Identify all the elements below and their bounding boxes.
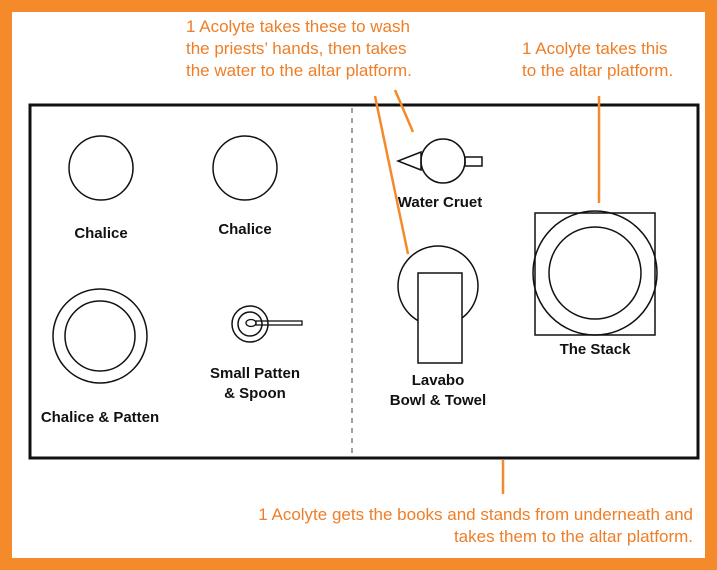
annotation-hands-wash-line-1: 1 Acolyte takes these to wash xyxy=(186,17,410,36)
label-lavabo: Lavabo Bowl & Towel xyxy=(378,371,498,411)
label-water-cruet: Water Cruet xyxy=(397,194,483,211)
label-small-patten: Small Patten & Spoon xyxy=(195,364,315,404)
label-small-patten-line-1: Small Patten xyxy=(209,365,301,382)
stack-inner-circle-shape xyxy=(548,226,642,320)
annotation-hands-wash-line-3: the water to the altar platform. xyxy=(186,61,412,80)
annotation-books-line-2: takes them to the altar platform. xyxy=(453,527,693,546)
water-cruet-handle-shape xyxy=(464,156,483,167)
water-cruet-spout-shape xyxy=(395,150,422,172)
chalice-patten-outer-shape xyxy=(52,288,148,384)
annotation-hands-wash-line-2: the priests’ hands, then takes xyxy=(186,39,407,58)
annotation-stack-line-2: to the altar platform. xyxy=(522,61,674,80)
label-chalice-1: Chalice xyxy=(74,225,128,242)
annotation-books: 1 Acolyte gets the books and stands from… xyxy=(258,504,693,548)
annotation-books-line-1: 1 Acolyte gets the books and stands from… xyxy=(258,505,693,524)
label-stack: The Stack xyxy=(559,341,631,358)
label-chalice-patten: Chalice & Patten xyxy=(40,409,160,426)
chalice-2-shape xyxy=(212,135,278,201)
label-small-patten-line-2: & Spoon xyxy=(224,385,286,402)
spoon-handle-shape xyxy=(255,320,303,326)
pointer-line-to-cruet xyxy=(393,89,415,133)
lavabo-towel-shape xyxy=(417,272,463,364)
chalice-1-shape xyxy=(68,135,134,201)
stack-outer-circle-shape xyxy=(532,210,658,336)
annotation-stack: 1 Acolyte takes this to the altar platfo… xyxy=(522,38,692,82)
pointer-line-to-lavabo xyxy=(373,95,410,255)
chalice-patten-inner-shape xyxy=(64,300,136,372)
small-patten-outer-shape xyxy=(231,305,269,343)
label-lavabo-line-2: Bowl & Towel xyxy=(389,392,487,409)
label-lavabo-line-1: Lavabo xyxy=(411,372,465,389)
annotation-stack-line-1: 1 Acolyte takes this xyxy=(522,39,668,58)
annotation-hands-wash: 1 Acolyte takes these to wash the priest… xyxy=(186,16,412,82)
label-chalice-2: Chalice xyxy=(218,221,272,238)
small-patten-inner-shape xyxy=(237,311,263,337)
table-outline xyxy=(28,103,700,460)
